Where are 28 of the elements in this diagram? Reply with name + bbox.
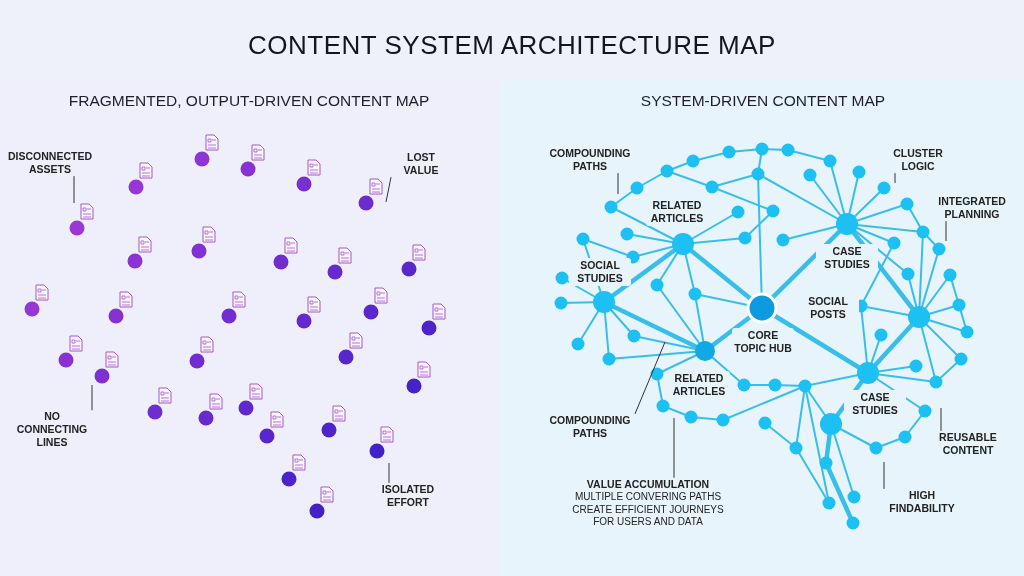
leader-line [894,172,896,184]
leader-line [385,176,392,203]
callout-label: HIGH FINDABILITY [882,488,962,516]
leader-line [945,220,947,242]
callout-heading: VALUE ACCUMULATION [585,477,711,491]
callout-label: NO CONNECTING LINES [12,410,92,450]
leader-line [940,407,942,432]
leader-line [634,341,666,415]
diagram-title: CONTENT SYSTEM ARCHITECTURE MAP [247,30,777,61]
leader-line [73,175,75,204]
callout-label: CLUSTER LOGIC [888,146,948,174]
panel-background [502,80,1024,576]
callout-text: MULTIPLE CONVERING PATHS CREATE EFFICIENT JOURNEYS FOR USERS AND DATA [571,490,725,529]
leader-line [673,417,675,479]
callout-label: REUSABLE CONTENT [933,430,1003,458]
callout-label: COMPOUNDING PATHS [545,413,635,441]
leader-line [388,462,390,484]
leader-line [91,384,93,411]
leader-line [883,461,885,490]
callout-label: INTEGRATED PLANNING [932,194,1012,222]
leader-line [617,172,619,195]
panel-heading: FRAGMENTED, OUTPUT-DRIVEN CONTENT MAP [67,92,431,110]
callout-label: ISOLATED EFFORT [373,482,443,510]
callout-label: LOST VALUE [391,150,451,178]
callout-label: COMPOUNDING PATHS [545,146,635,174]
panel-heading: SYSTEM-DRIVEN CONTENT MAP [639,92,887,110]
node-label: SOCIAL STUDIES [569,257,631,287]
callout-label: DISCONNECTED ASSETS [0,149,100,177]
